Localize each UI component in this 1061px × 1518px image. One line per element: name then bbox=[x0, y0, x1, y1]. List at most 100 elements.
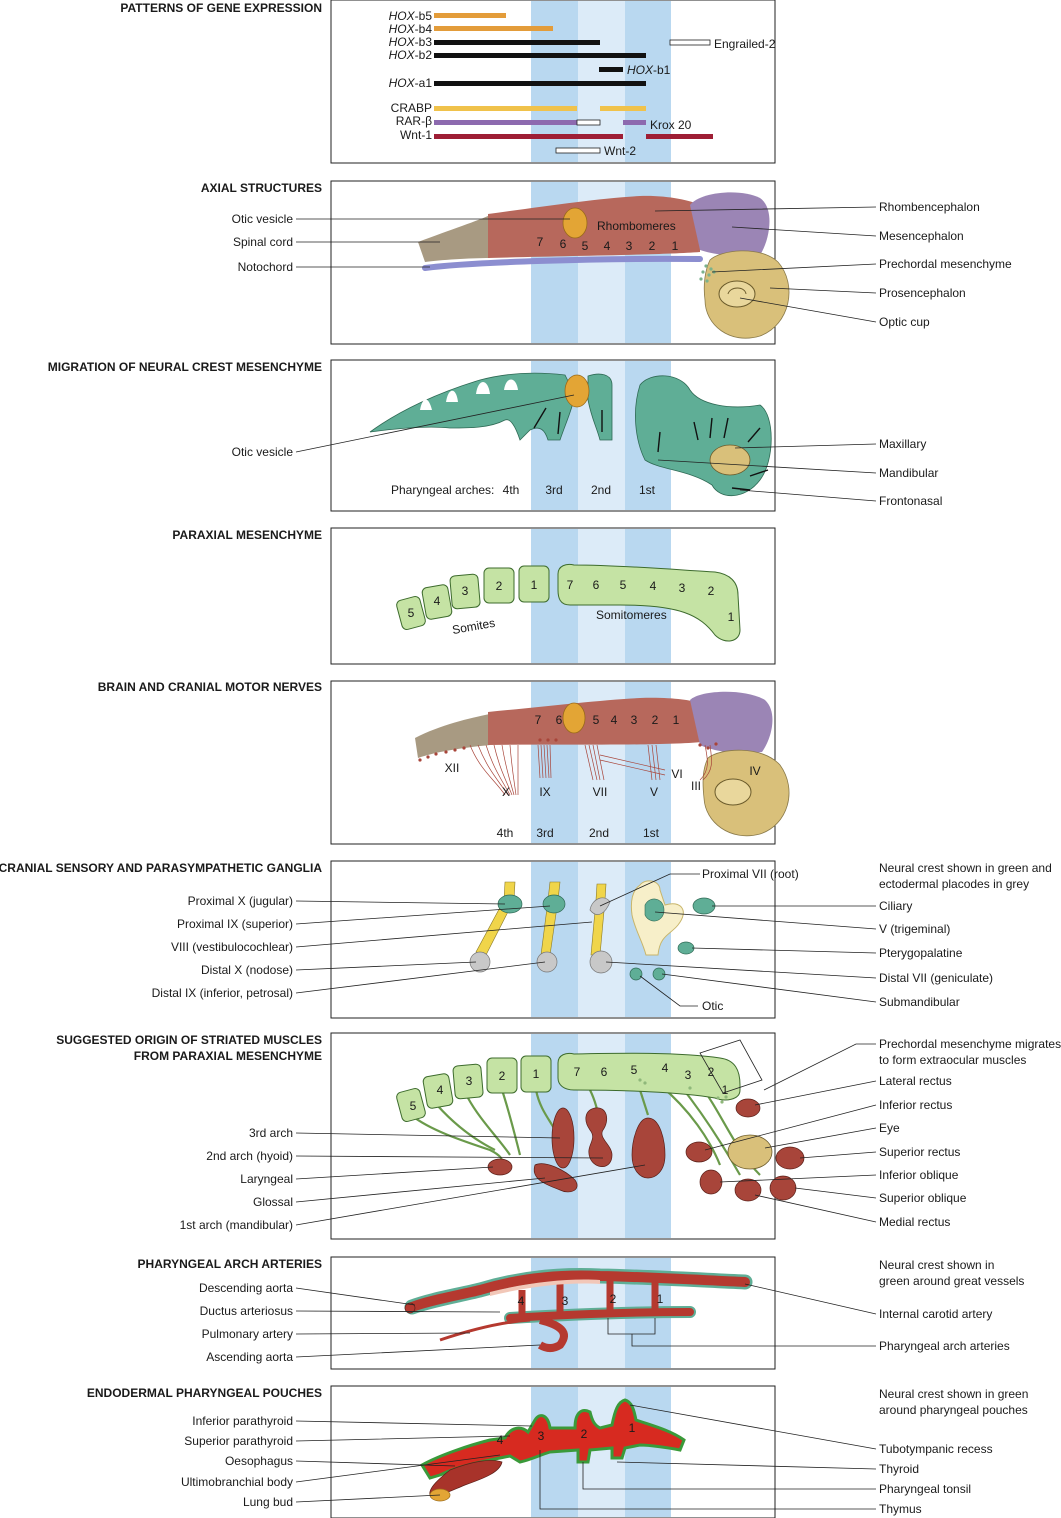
nerve-fibres bbox=[469, 744, 712, 796]
optic-cup-2 bbox=[714, 778, 752, 806]
somitomere-num: 2 bbox=[708, 584, 715, 598]
prechordal-box bbox=[699, 1039, 763, 1094]
eye bbox=[709, 444, 751, 476]
label-distal-x: Distal X (nodose) bbox=[201, 963, 293, 977]
hindbrain-shape bbox=[488, 195, 700, 258]
arch-3rd: 3rd bbox=[545, 483, 562, 497]
label-lateral-rectus: Lateral rectus bbox=[879, 1074, 952, 1088]
artery-num: 4 bbox=[518, 1294, 525, 1308]
axial-right-leaders bbox=[654, 206, 877, 323]
label-trigeminal: V (trigeminal) bbox=[879, 922, 950, 936]
gene-label-engrailed2: Engrailed-2 bbox=[714, 37, 776, 51]
muscles-note-2: to form extraocular muscles bbox=[879, 1053, 1026, 1067]
migration-left-leader bbox=[295, 394, 575, 453]
somite-num: 1 bbox=[531, 578, 538, 592]
label-mandibular: Mandibular bbox=[879, 466, 938, 480]
bar-rar-beta bbox=[434, 120, 577, 125]
migration-right-leaders bbox=[657, 443, 877, 502]
muscles-right-leaders bbox=[704, 1080, 877, 1223]
otic-vesicle-2 bbox=[564, 374, 590, 408]
somite-num: 3 bbox=[462, 584, 469, 598]
ganglia-right-leaders bbox=[605, 905, 877, 1003]
pouches-panel: ENDODERMAL PHARYNGEAL POUCHES 4 3 2 1 In… bbox=[87, 1385, 1028, 1518]
arteries-panel-title: PHARYNGEAL ARCH ARTERIES bbox=[138, 1257, 322, 1271]
somite-num: 5 bbox=[408, 606, 415, 620]
gene-label-hox-b1: HOX-b1 bbox=[627, 63, 671, 77]
somitomere-num: 7 bbox=[567, 578, 574, 592]
somite-blocks bbox=[396, 565, 550, 630]
label-oesophagus: Oesophagus bbox=[225, 1454, 293, 1468]
rhombomere-num: 3 bbox=[626, 239, 633, 253]
label-pharyngeal-tonsil: Pharyngeal tonsil bbox=[879, 1482, 971, 1496]
label-viii: VIII (vestibulocochlear) bbox=[171, 940, 293, 954]
label-inferior-rectus: Inferior rectus bbox=[879, 1098, 952, 1112]
arteries-note-2: green around great vessels bbox=[879, 1274, 1024, 1288]
ganglia-note-1: Neural crest shown in green and bbox=[879, 861, 1052, 875]
somitomere-num: 4 bbox=[650, 579, 657, 593]
nerve-iv: IV bbox=[749, 764, 760, 778]
somitomere-num: 6 bbox=[601, 1065, 608, 1079]
pouches-panel-title: ENDODERMAL PHARYNGEAL POUCHES bbox=[87, 1386, 322, 1400]
nerve-dots bbox=[418, 738, 718, 762]
somite-num: 5 bbox=[410, 1099, 417, 1113]
pouches-left-leaders bbox=[295, 1420, 533, 1503]
somitomere-num: 5 bbox=[631, 1063, 638, 1077]
rhombomere-num: 3 bbox=[631, 713, 638, 727]
rhombomere-num: 7 bbox=[535, 713, 542, 727]
somitomere-numbers: 7 6 5 4 3 2 1 bbox=[567, 578, 735, 624]
proximal-vii-leader bbox=[599, 873, 700, 907]
aorta-end bbox=[404, 1302, 416, 1314]
pouches-note-1: Neural crest shown in green bbox=[879, 1387, 1028, 1401]
artery-num: 2 bbox=[610, 1292, 617, 1306]
rhombomere-num: 2 bbox=[649, 239, 656, 253]
brain-arch-3rd: 3rd bbox=[536, 826, 553, 840]
axial-left-leaders bbox=[296, 218, 570, 268]
gene-label-hox-b4: HOX-b4 bbox=[389, 22, 433, 36]
trigeminal-ganglion bbox=[644, 898, 665, 922]
spinal-cord-2 bbox=[415, 714, 490, 758]
gene-panel-title: PATTERNS OF GENE EXPRESSION bbox=[120, 1, 322, 15]
gene-label-krox20: Krox 20 bbox=[650, 118, 692, 132]
brain-arch-4th: 4th bbox=[497, 826, 514, 840]
optic-cup bbox=[718, 280, 756, 308]
muscles-title-2: FROM PARAXIAL MESENCHYME bbox=[134, 1049, 322, 1063]
arteries-note-1: Neural crest shown in bbox=[879, 1258, 994, 1272]
pouch-num: 2 bbox=[581, 1427, 588, 1441]
somite-num: 2 bbox=[496, 579, 503, 593]
muscles-title-1: SUGGESTED ORIGIN OF STRIATED MUSCLES bbox=[56, 1033, 322, 1047]
label-proximal-vii-root: Proximal VII (root) bbox=[702, 867, 799, 881]
bar-wnt1-2 bbox=[646, 134, 713, 139]
label-glossal: Glossal bbox=[253, 1195, 293, 1209]
label-ductus-arteriosus: Ductus arteriosus bbox=[200, 1304, 293, 1318]
label-submandibular: Submandibular bbox=[879, 995, 960, 1009]
bar-engrailed2 bbox=[669, 39, 711, 46]
label-pterygopalatine: Pterygopalatine bbox=[879, 946, 963, 960]
crest-2nd bbox=[587, 373, 613, 441]
label-spinal-cord: Spinal cord bbox=[233, 235, 293, 249]
mesencephalon-shape bbox=[690, 192, 770, 257]
gene-label-hox-b5: HOX-b5 bbox=[389, 9, 433, 23]
label-superior-oblique: Superior oblique bbox=[879, 1191, 967, 1205]
arch-arteries bbox=[518, 1280, 659, 1318]
muscle-somite-numbers: 5 4 3 2 1 bbox=[410, 1067, 540, 1113]
arteries-right-leaders bbox=[607, 1283, 877, 1347]
gene-label-wnt2: Wnt-2 bbox=[604, 144, 636, 158]
bar-hox-b4 bbox=[434, 26, 553, 31]
label-internal-carotid: Internal carotid artery bbox=[879, 1307, 992, 1321]
muscles-left-leaders bbox=[295, 1132, 646, 1226]
somite-numbers: 5 4 3 2 1 bbox=[408, 578, 538, 620]
label-medial-rectus: Medial rectus bbox=[879, 1215, 950, 1229]
label-mesencephalon: Mesencephalon bbox=[879, 229, 964, 243]
ascending-aorta bbox=[537, 1316, 568, 1352]
arch-caption: Pharyngeal arches: bbox=[391, 483, 494, 497]
muscle-masses bbox=[487, 1098, 805, 1202]
somite-num: 2 bbox=[499, 1069, 506, 1083]
rhombomere-num: 5 bbox=[593, 713, 600, 727]
pouch-num: 4 bbox=[497, 1433, 504, 1447]
somitomere-num: 3 bbox=[679, 581, 686, 595]
migration-arrows bbox=[533, 407, 769, 491]
muscles-note-1: Prechordal mesenchyme migrates bbox=[879, 1037, 1061, 1051]
pouches-note-2: around pharyngeal pouches bbox=[879, 1403, 1028, 1417]
nerve-xii: XII bbox=[445, 761, 460, 775]
label-1st-arch: 1st arch (mandibular) bbox=[180, 1218, 293, 1232]
